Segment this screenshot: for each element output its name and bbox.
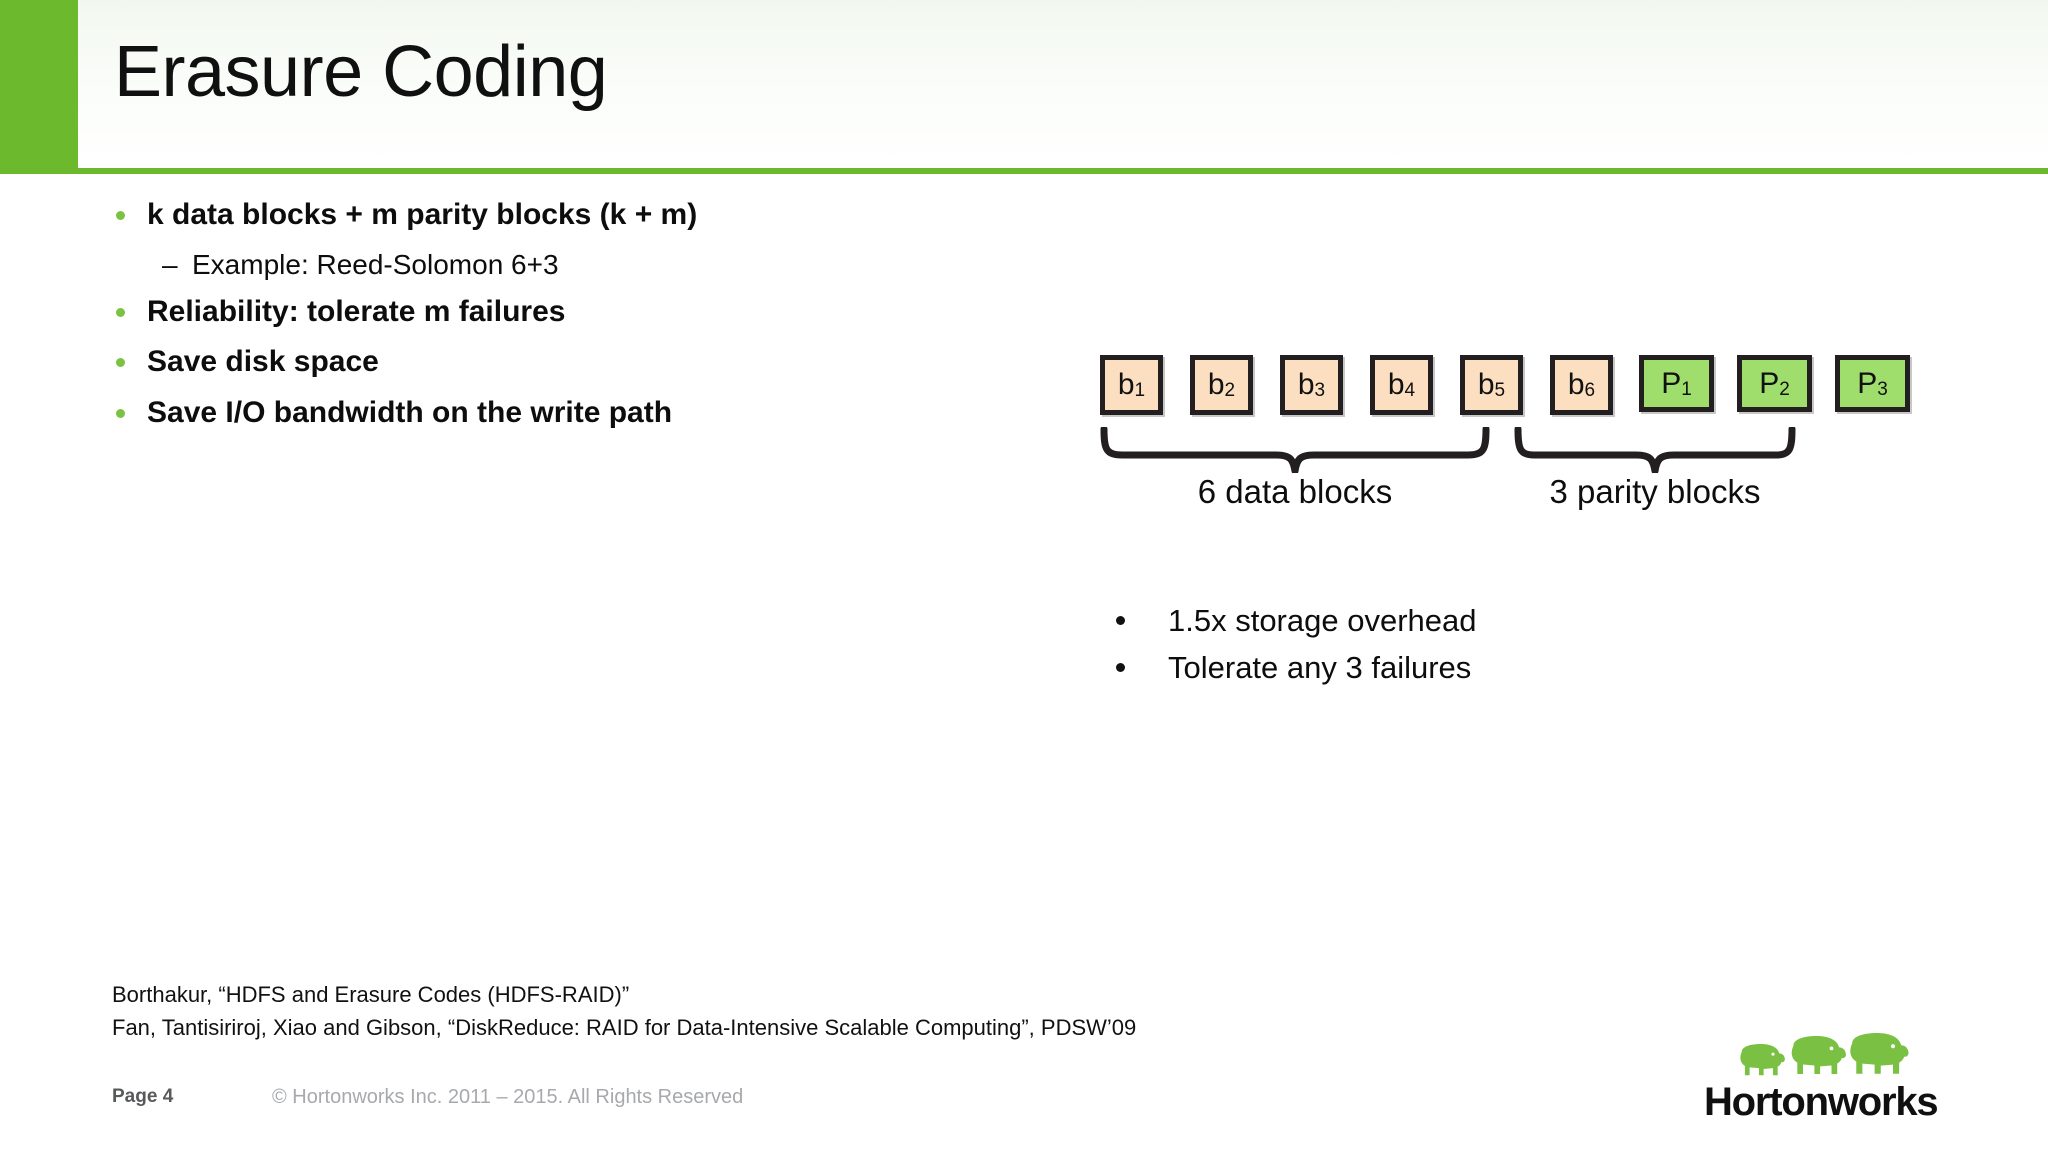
block-label: b [1477, 368, 1495, 401]
block-subscript: 4 [1404, 380, 1416, 401]
copyright-label: © Hortonworks Inc. 2011 – 2015. All Righ… [272, 1086, 744, 1108]
brace-row: 6 data blocks 3 parity blocks [1100, 427, 1910, 510]
block-subscript: 5 [1494, 380, 1506, 401]
block-subscript: 2 [1779, 378, 1790, 400]
block-label: b [1117, 368, 1135, 401]
bullet-text: k data blocks + m parity blocks (k + m) [147, 198, 698, 231]
block-label: b [1387, 368, 1405, 401]
elephants-icon [1740, 1033, 1909, 1076]
note-text: 1.5x storage overhead [1168, 603, 1477, 638]
bullet-dot-icon [116, 408, 125, 418]
sub-bullet-item: – Example: Reed-Solomon 6+3 [112, 249, 972, 281]
parity-blocks-brace: 3 parity blocks [1514, 427, 1796, 510]
citation-block: Borthakur, “HDFS and Erasure Codes (HDFS… [112, 978, 1136, 1044]
page-number-label: Page 4 [112, 1086, 174, 1107]
bullet-item: k data blocks + m parity blocks (k + m) [112, 198, 972, 233]
bullet-dot-icon [1116, 662, 1125, 672]
diagram-notes-list: 1.5x storage overhead Tolerate any 3 fai… [1108, 603, 1748, 696]
note-item: Tolerate any 3 failures [1108, 650, 1748, 687]
bullet-text: Example: Reed-Solomon 6+3 [192, 248, 559, 280]
block-label: b [1207, 368, 1225, 401]
slide-header: Erasure Coding [0, 0, 2048, 170]
hortonworks-logo: Hortonworks [1704, 1028, 1944, 1128]
block-label: b [1567, 368, 1585, 401]
block-subscript: 3 [1314, 380, 1326, 401]
bullet-item: Save I/O bandwidth on the write path [112, 396, 972, 431]
bullet-text: Save disk space [147, 345, 379, 379]
block-label: P [1857, 366, 1878, 400]
note-item: 1.5x storage overhead [1108, 603, 1748, 640]
block-subscript: 1 [1681, 378, 1692, 400]
block-subscript: 3 [1877, 378, 1888, 400]
bullet-text: Save I/O bandwidth on the write path [147, 395, 673, 429]
bullet-dot-icon [116, 358, 125, 368]
bullet-dash-icon: – [162, 248, 178, 280]
data-blocks-brace: 6 data blocks [1100, 427, 1490, 510]
block-label: P [1759, 366, 1780, 400]
brace-label: 3 parity blocks [1549, 473, 1761, 510]
bullet-text: Reliability: tolerate m failures [147, 294, 566, 328]
citation-line: Fan, Tantisiriroj, Xiao and Gibson, “Dis… [112, 1015, 1137, 1040]
block-subscript: 2 [1224, 380, 1236, 401]
block-label: P [1661, 366, 1682, 400]
logo-wordmark: Hortonworks [1704, 1080, 1939, 1124]
page-title: Erasure Coding [114, 32, 608, 112]
citation-line: Borthakur, “HDFS and Erasure Codes (HDFS… [112, 982, 630, 1007]
block-subscript: 1 [1134, 380, 1146, 401]
block-subscript: 6 [1584, 380, 1596, 401]
brace-label: 6 data blocks [1197, 473, 1393, 510]
bullet-dot-icon [116, 211, 125, 220]
bullet-dot-icon [116, 307, 125, 317]
block-label: b [1297, 368, 1315, 401]
header-accent-block [0, 0, 78, 170]
bullet-item: Save disk space [112, 345, 972, 380]
main-bullet-list: k data blocks + m parity blocks (k + m) … [112, 198, 972, 446]
note-text: Tolerate any 3 failures [1168, 649, 1472, 685]
header-divider-rule [0, 168, 2048, 174]
bullet-dot-icon [1116, 616, 1125, 625]
bullet-item: Reliability: tolerate m failures [112, 295, 972, 330]
